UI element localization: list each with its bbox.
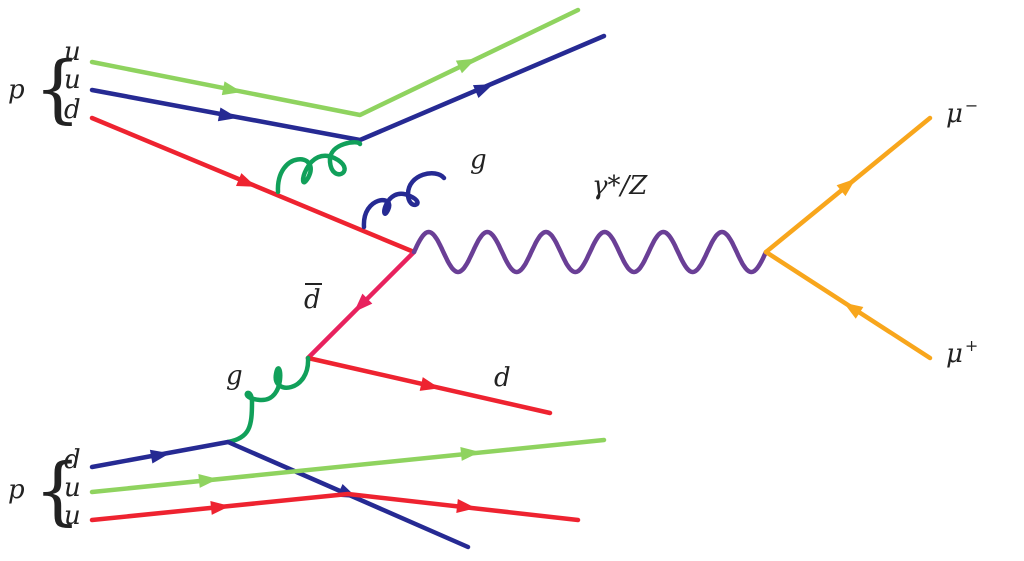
proton-bottom-label: p xyxy=(8,475,25,505)
arrow-icon xyxy=(843,302,864,319)
arrow-icon xyxy=(210,500,230,515)
gluon-top-label: g xyxy=(470,145,487,175)
bottom-u-quark-red-line xyxy=(89,491,581,523)
bottom-quark-label-3: u xyxy=(64,501,81,531)
top-gluon-exchange-line xyxy=(275,140,363,195)
arrow-icon xyxy=(221,81,242,96)
top-proton-lines xyxy=(89,7,607,255)
arrow-icon xyxy=(149,449,170,464)
arrow-icon xyxy=(472,84,494,98)
muon-plus-charge: + xyxy=(965,336,978,355)
arrow-icon xyxy=(456,499,476,513)
bottom-d-quark-blue-line xyxy=(89,439,471,550)
proton-top-brace: { xyxy=(34,46,81,132)
arrow-icon xyxy=(460,446,480,461)
boson-label: γ*/Z xyxy=(592,171,648,201)
bottom-quark-label-1: d xyxy=(64,445,81,475)
arrow-icon xyxy=(198,473,218,488)
bottom-proton-lines xyxy=(89,437,607,550)
top-u-quark-blue-line xyxy=(89,33,607,143)
bottom-quark-label-2: u xyxy=(64,473,81,503)
arrow-icon xyxy=(419,377,440,391)
arrow-icon xyxy=(236,173,257,187)
bottom-gluon-line xyxy=(225,355,311,445)
top-quark-label-1: u xyxy=(64,37,81,67)
muon-minus-label: μ− xyxy=(946,96,978,129)
top-quark-label-2: u xyxy=(64,65,81,95)
bottom-u-quark-green-line xyxy=(89,437,607,495)
gluon-bottom-label: g xyxy=(226,361,243,391)
top-u-quark-green-line xyxy=(89,7,581,118)
proton-top-label: p xyxy=(8,75,25,105)
proton-bottom-brace: { xyxy=(34,448,81,534)
muon-plus-label: μ+ xyxy=(946,336,978,369)
outgoing-quark-label: d xyxy=(494,363,511,393)
antiquark-label: d xyxy=(304,285,321,315)
arrow-icon xyxy=(836,178,856,197)
boson-wavy-line xyxy=(411,229,769,275)
arrow-icon xyxy=(353,293,373,313)
arrow-icon xyxy=(217,107,238,122)
radiated-gluon-line xyxy=(361,171,447,230)
top-quark-label-3: d xyxy=(64,95,81,125)
arrow-icon xyxy=(455,58,477,74)
muon-minus-charge: − xyxy=(965,96,978,115)
